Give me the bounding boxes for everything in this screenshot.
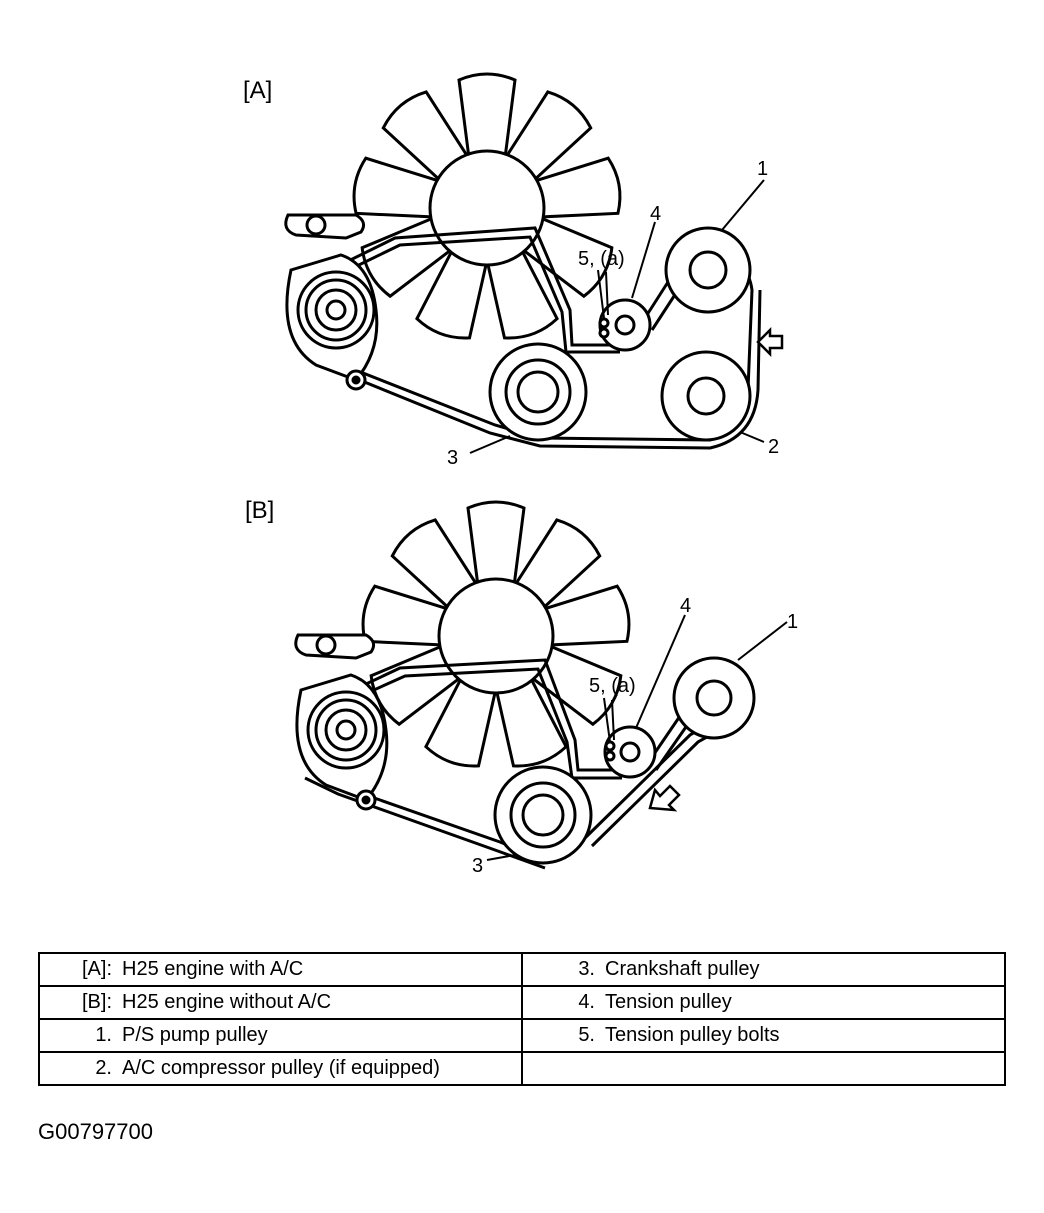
legend-cell: [A]: H25 engine with A/C xyxy=(38,952,523,987)
legend-row: [A]: H25 engine with A/C 3. Crankshaft pul… xyxy=(38,952,1006,987)
legend-cell xyxy=(521,1051,1006,1086)
diagram-a-title: [A] xyxy=(243,77,272,104)
legend-text: A/C compressor pulley (if equipped) xyxy=(122,1057,440,1079)
callout-4-b: 4 xyxy=(680,595,691,617)
legend-row: 1. P/S pump pulley 5. Tension pulley bolts xyxy=(38,1018,1006,1053)
arrow-icon xyxy=(648,784,681,812)
diagram-a: [A] xyxy=(243,72,784,469)
legend-text: P/S pump pulley xyxy=(122,1024,268,1046)
legend-cell: 4. Tension pulley xyxy=(521,985,1006,1020)
callout-2-a: 2 xyxy=(768,436,779,458)
legend-row: 2. A/C compressor pulley (if equipped) xyxy=(38,1051,1006,1086)
legend-text: Tension pulley bolts xyxy=(605,1024,780,1046)
legend-key: 1. xyxy=(95,1024,112,1046)
callout-3-a: 3 xyxy=(447,447,458,469)
callout-3-b: 3 xyxy=(472,855,483,877)
legend-text: H25 engine without A/C xyxy=(122,991,332,1013)
callout-5-a: 5, (a) xyxy=(578,248,625,270)
callout-1-a: 1 xyxy=(757,158,768,180)
legend-text: Tension pulley xyxy=(605,991,732,1013)
diagram-b-title: [B] xyxy=(245,497,274,524)
legend-key: 4. xyxy=(578,991,595,1013)
tension-pulley-a xyxy=(598,298,652,352)
crankshaft-pulley-b xyxy=(493,765,593,865)
alternator-pulley-b xyxy=(294,633,389,811)
tension-pulley-b xyxy=(603,725,657,779)
legend-cell: 1. P/S pump pulley xyxy=(38,1018,523,1053)
cooling-fan-b xyxy=(357,500,635,773)
legend-key: 2. xyxy=(95,1057,112,1079)
alternator-pulley-a xyxy=(284,213,379,391)
ps-pump-pulley-a xyxy=(664,226,752,314)
legend-key: 3. xyxy=(578,958,595,980)
legend-table: [A]: H25 engine with A/C 3. Crankshaft pul… xyxy=(38,952,1006,1086)
ac-compressor-pulley-a xyxy=(660,350,752,442)
figure-id: G00797700 xyxy=(38,1119,153,1144)
cooling-fan-a xyxy=(348,72,626,345)
legend-key: [A]: xyxy=(81,958,112,980)
crankshaft-pulley-a xyxy=(488,342,588,442)
legend-key: 5. xyxy=(578,1024,595,1046)
legend-cell: 5. Tension pulley bolts xyxy=(521,1018,1006,1053)
callout-4-a: 4 xyxy=(650,203,661,225)
callout-1-b: 1 xyxy=(787,611,798,633)
legend-cell: 2. A/C compressor pulley (if equipped) xyxy=(38,1051,523,1086)
ps-pump-pulley-b xyxy=(672,656,756,740)
legend-row: [B]: H25 engine without A/C 4. Tension pul… xyxy=(38,985,1006,1020)
legend-text: H25 engine with A/C xyxy=(122,958,304,980)
legend-cell: 3. Crankshaft pulley xyxy=(521,952,1006,987)
diagram-b: [B] xyxy=(245,497,798,877)
legend-key: [B]: xyxy=(81,991,112,1013)
callout-lines-b xyxy=(486,614,788,861)
arrow-icon xyxy=(756,326,784,358)
callout-lines-a xyxy=(469,179,765,454)
legend-text: Crankshaft pulley xyxy=(605,958,760,980)
legend-cell: [B]: H25 engine without A/C xyxy=(38,985,523,1020)
callout-5-b: 5, (a) xyxy=(589,675,636,697)
